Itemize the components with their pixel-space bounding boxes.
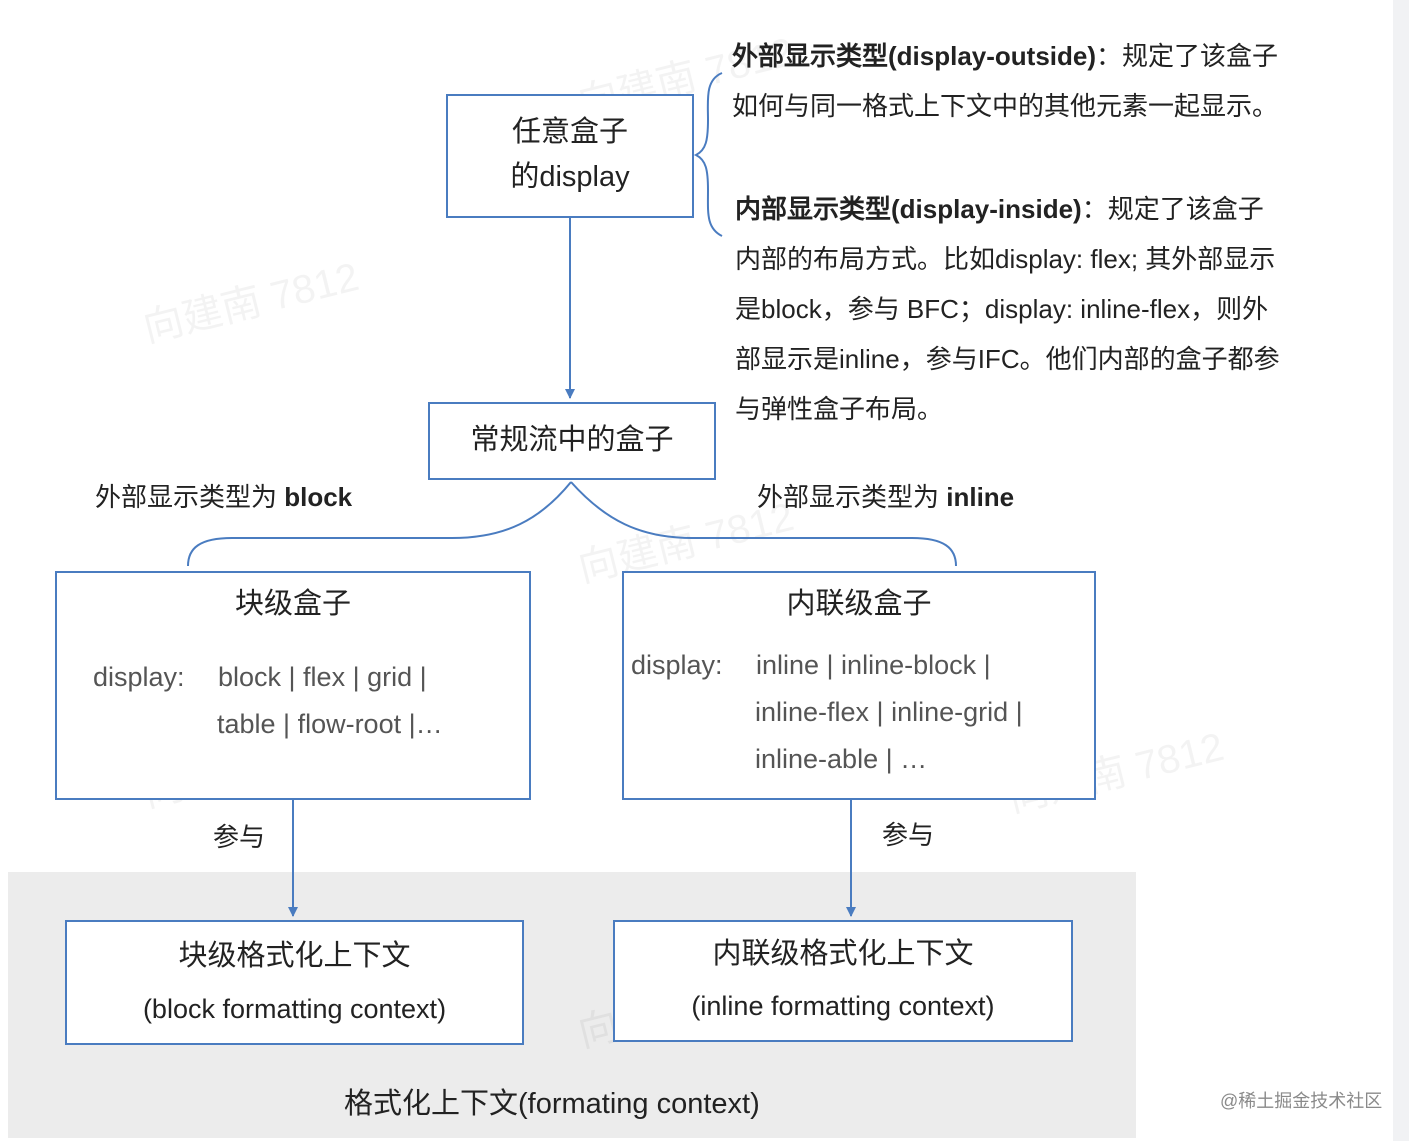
display-box-line2: 的display xyxy=(510,161,630,193)
branch-block-prefix: 外部显示类型为 xyxy=(95,482,285,512)
formatting-context-label: 格式化上下文(formating context) xyxy=(344,1088,760,1120)
display-box-line1: 任意盒子 xyxy=(511,116,628,148)
display-box xyxy=(446,94,694,218)
inside-annotation-line3: 是block，参与 BFC；display: inline-flex，则外 xyxy=(735,294,1269,324)
inline-box-values-line1: inline | inline-block | xyxy=(756,650,991,680)
block-box-title: 块级盒子 xyxy=(234,588,351,620)
bfc-box xyxy=(65,920,524,1045)
inline-box-values-line3: inline-able | … xyxy=(755,744,928,774)
ifc-box xyxy=(613,920,1073,1042)
credit-label: @稀土掘金技术社区 xyxy=(1220,1091,1383,1111)
branch-inline-label: 外部显示类型为 inline xyxy=(757,484,1014,510)
branch-block-keyword: block xyxy=(284,482,353,512)
branch-inline-prefix: 外部显示类型为 xyxy=(757,482,947,512)
page-side-strip xyxy=(1393,0,1409,1141)
brace-inline-branch xyxy=(570,481,957,567)
annotation-brace xyxy=(693,72,723,237)
ifc-box-line1: 内联级格式化上下文 xyxy=(712,938,974,970)
block-box-display-label: display: xyxy=(93,662,185,692)
inside-annotation-line2: 内部的布局方式。比如display: flex; 其外部显示 xyxy=(735,244,1276,274)
block-box xyxy=(55,571,531,800)
inside-term: 内部显示类型(display-inside) xyxy=(735,194,1082,224)
inside-annotation-line5: 与弹性盒子布局。 xyxy=(735,394,944,424)
participate-right-label: 参与 xyxy=(882,820,935,850)
outside-annotation-line2: 如何与同一格式上下文中的其他元素一起显示。 xyxy=(732,91,1279,121)
inside-desc1: ：规定了该盒子 xyxy=(1081,194,1264,224)
inside-annotation-line4: 部显示是inline，参与IFC。他们内部的盒子都参 xyxy=(735,344,1280,374)
block-box-values-line1: block | flex | grid | xyxy=(218,662,427,692)
branch-block-label: 外部显示类型为 block xyxy=(95,484,352,510)
outside-annotation-line1: 外部显示类型(display-outside)：规定了该盒子 xyxy=(732,43,1278,69)
participate-left-label: 参与 xyxy=(213,822,266,852)
outside-term: 外部显示类型(display-outside) xyxy=(732,41,1097,71)
bfc-box-line2: (block formatting context) xyxy=(142,994,447,1024)
bfc-box-line1: 块级格式化上下文 xyxy=(178,940,411,972)
inline-box xyxy=(622,571,1096,800)
inline-box-display-label: display: xyxy=(631,650,723,680)
brace-block-branch xyxy=(187,481,572,567)
flow-box-label: 常规流中的盒子 xyxy=(470,424,674,456)
inside-annotation-line1: 内部显示类型(display-inside)：规定了该盒子 xyxy=(735,196,1264,222)
block-box-values-line2: table | flow-root |… xyxy=(217,709,443,739)
branch-inline-keyword: inline xyxy=(946,482,1015,512)
outside-desc1: ：规定了该盒子 xyxy=(1096,41,1279,71)
inline-box-values-line2: inline-flex | inline-grid | xyxy=(755,697,1023,727)
ifc-box-line2: (inline formatting context) xyxy=(691,991,995,1021)
inline-box-title: 内联级盒子 xyxy=(786,588,932,620)
flow-box xyxy=(428,402,716,480)
